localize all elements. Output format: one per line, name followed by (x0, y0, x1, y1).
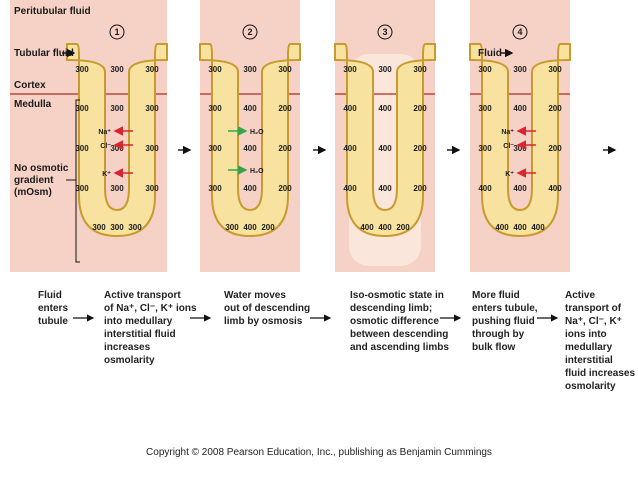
osmolarity-value-p3-r2-c2: 400 (378, 104, 392, 113)
osmolarity-value-p1-r2-c2: 300 (110, 104, 124, 113)
osmolarity-value-p2-r1-c1: 300 (208, 65, 222, 74)
osmolarity-value-p1-r1-c3: 300 (145, 65, 159, 74)
loop-of-henle-tubule-1 (66, 43, 168, 238)
osmolarity-value-p1-r1-c1: 300 (75, 65, 89, 74)
osmolarity-value-p2-r2-c3: 200 (278, 104, 292, 113)
ion-label-p4-1: Na⁺ (501, 129, 514, 136)
osmolarity-value-p3-r1-c1: 300 (343, 65, 357, 74)
osmolarity-value-p4-r1-c1: 300 (478, 65, 492, 74)
step-number-circle-3 (377, 24, 393, 40)
osmolarity-value-p1-r1-c2: 300 (110, 65, 124, 74)
medulla-label: Medulla (14, 99, 52, 110)
osmolarity-value-p2-r4-c2: 400 (243, 184, 257, 193)
osmolarity-value-p4-r2-c2: 400 (513, 104, 527, 113)
osmolarity-value-p2-r2-c2: 400 (243, 104, 257, 113)
osmolarity-value-p1-r3-c1: 300 (75, 144, 89, 153)
osmolarity-value-p3-r3-c3: 200 (413, 144, 427, 153)
medulla-bracket (75, 99, 80, 263)
osmolarity-value-p4-r3-c1: 300 (478, 144, 492, 153)
osmolarity-value-p1-r2-c3: 300 (145, 104, 159, 113)
caption-4: Iso-osmotic state in descending limb; os… (350, 290, 449, 353)
peritubular-fluid-label: Peritubular fluid (14, 6, 91, 17)
caption-6: Active transport of Na⁺, Cl⁻, K⁺ ions in… (565, 290, 636, 392)
osmolarity-value-p3-r5-c3: 200 (396, 223, 410, 232)
ion-label-p4-3: K⁺ (505, 171, 514, 178)
step-number-circle-1 (109, 24, 125, 40)
step-number-3: 3 (382, 27, 387, 37)
osmolarity-value-p4-r1-c3: 300 (548, 65, 562, 74)
osmolarity-value-p4-r1-c2: 300 (513, 65, 527, 74)
osmolarity-value-p3-r4-c1: 400 (343, 184, 357, 193)
osmolarity-value-p3-r1-c3: 300 (413, 65, 427, 74)
osmolarity-value-p2-r2-c1: 300 (208, 104, 222, 113)
caption-1: Fluid enters tubule (38, 290, 69, 327)
osmolarity-value-p2-r5-c1: 300 (225, 223, 239, 232)
osmolarity-value-p3-r2-c1: 400 (343, 104, 357, 113)
osmolarity-value-p2-r1-c2: 300 (243, 65, 257, 74)
osmolarity-value-p1-r4-c2: 300 (110, 184, 124, 193)
osmolarity-value-p1-r4-c1: 300 (75, 184, 89, 193)
water-label-p2-2: H₂O (250, 168, 264, 175)
osmolarity-value-p3-r4-c3: 200 (413, 184, 427, 193)
fluid-label: Fluid (478, 48, 502, 59)
osmolarity-value-p2-r5-c2: 400 (243, 223, 257, 232)
caption-2: Active transport of Na⁺, Cl⁻, K⁺ ions in… (104, 290, 197, 366)
osmolarity-value-p1-r5-c1: 300 (92, 223, 106, 232)
tubular-fluid-label: Tubular fluid (14, 48, 74, 59)
osmolarity-value-p3-r1-c2: 300 (378, 65, 392, 74)
step-number-circle-2 (242, 24, 258, 40)
osmolarity-value-p3-r3-c2: 400 (378, 144, 392, 153)
osmolarity-value-p4-r4-c1: 400 (478, 184, 492, 193)
osmolarity-value-p3-r5-c2: 400 (378, 223, 392, 232)
step-number-2: 2 (247, 27, 252, 37)
osmolarity-value-p4-r2-c3: 200 (548, 104, 562, 113)
step-number-circle-4 (512, 24, 528, 40)
osmolarity-value-p4-r3-c3: 200 (548, 144, 562, 153)
loop-of-henle-tubule-4 (469, 43, 571, 238)
loop-of-henle-tubule-2 (199, 43, 301, 238)
osmolarity-value-p4-r5-c1: 400 (495, 223, 509, 232)
no-osmotic-gradient-label: No osmotic gradient (mOsm) (14, 163, 69, 198)
copyright-notice: Copyright © 2008 Pearson Education, Inc.… (146, 447, 492, 458)
osmolarity-value-p2-r3-c2: 400 (243, 144, 257, 153)
osmolarity-value-p2-r4-c3: 200 (278, 184, 292, 193)
step-number-1: 1 (114, 27, 119, 37)
loop-of-henle-tubule-3 (334, 43, 436, 238)
osmolarity-value-p2-r4-c1: 300 (208, 184, 222, 193)
osmolarity-value-p1-r4-c3: 300 (145, 184, 159, 193)
cortex-label: Cortex (14, 80, 46, 91)
osmolarity-value-p2-r3-c3: 200 (278, 144, 292, 153)
osmolarity-value-p4-r2-c1: 300 (478, 104, 492, 113)
osmolarity-value-p4-r4-c2: 400 (513, 184, 527, 193)
osmolarity-value-p3-r4-c2: 400 (378, 184, 392, 193)
osmolarity-value-p4-r5-c2: 400 (513, 223, 527, 232)
osmolarity-value-p3-r3-c1: 400 (343, 144, 357, 153)
osmolarity-value-p4-r5-c3: 400 (531, 223, 545, 232)
ion-label-p1-3: K⁺ (102, 171, 111, 178)
osmolarity-value-p4-r4-c3: 400 (548, 184, 562, 193)
water-label-p2-1: H₂O (250, 129, 264, 136)
caption-5: More fluid enters tubule, pushing fluid … (472, 290, 538, 353)
osmolarity-value-p1-r5-c2: 300 (110, 223, 124, 232)
osmolarity-value-p1-r5-c3: 300 (128, 223, 142, 232)
osmolarity-value-p2-r3-c1: 300 (208, 144, 222, 153)
osmolarity-value-p3-r2-c3: 200 (413, 104, 427, 113)
osmolarity-value-p2-r1-c3: 300 (278, 65, 292, 74)
ion-label-p1-1: Na⁺ (98, 129, 111, 136)
ion-label-p1-2: Cl⁻ (100, 143, 111, 150)
osmolarity-value-p2-r5-c3: 200 (261, 223, 275, 232)
caption-3: Water moves out of descending limb by os… (224, 290, 311, 327)
osmolarity-value-p1-r2-c1: 300 (75, 104, 89, 113)
osmolarity-value-p3-r5-c1: 400 (360, 223, 374, 232)
step-number-4: 4 (517, 27, 522, 37)
osmolarity-value-p1-r3-c3: 300 (145, 144, 159, 153)
ion-label-p4-2: Cl⁻ (503, 143, 514, 150)
